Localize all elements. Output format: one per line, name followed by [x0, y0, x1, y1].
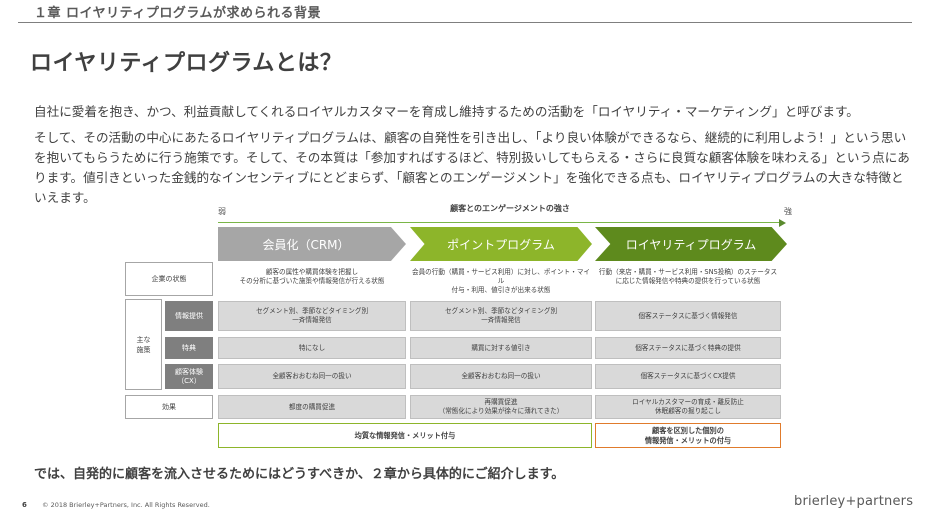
info-point: セグメント別、季節などタイミング別 一斉情報発信 — [410, 301, 592, 331]
effect-point: 再購買促進 （常態化により効果が徐々に薄れてきた） — [410, 395, 592, 419]
stage-crm: 会員化（CRM） — [218, 227, 406, 261]
cx-crm: 全顧客おおむね同一の扱い — [218, 364, 406, 389]
axis-title: 顧客とのエンゲージメントの強さ — [450, 204, 570, 213]
copyright-text: © 2018 Brierley+Partners, Inc. All Right… — [42, 501, 210, 509]
cx-loyalty: 個客ステータスに基づくCX提供 — [595, 364, 781, 389]
benefit-crm: 特になし — [218, 337, 406, 359]
page-title: ロイヤリティプログラムとは？ — [30, 51, 343, 76]
benefit-point: 購買に対する値引き — [410, 337, 592, 359]
conclusion-text: では、自発的に顧客を流入させるためにはどうすべきか、２章から具体的にご紹介します… — [34, 467, 565, 482]
axis-weak-label: 弱 — [218, 207, 226, 216]
summary-individual: 顧客を区別した個別の 情報発信・メリットの付与 — [595, 423, 781, 448]
effect-loyalty: ロイヤルカスタマーの育成・離反防止 休眠顧客の掘り起こし — [595, 395, 781, 419]
benefit-loyalty: 個客ステータスに基づく特典の提供 — [595, 337, 781, 359]
row-label-benefit: 特典 — [165, 337, 213, 359]
info-loyalty: 個客ステータスに基づく情報発信 — [595, 301, 781, 331]
company-state-point: 会員の行動（購買・サービス利用）に対し、ポイント・マイル 付与・利用、値引きが出… — [411, 268, 591, 294]
axis-line — [218, 222, 780, 223]
axis-arrow-icon — [779, 219, 786, 227]
row-label-main-measures: 主な 施策 — [125, 299, 162, 390]
company-state-loyalty: 行動（来店・購買・サービス利用・SNS投稿）のステータス に応じた情報発信や特典… — [598, 268, 778, 285]
row-label-effect: 効果 — [125, 395, 213, 419]
intro-paragraph: 自社に愛着を抱き、かつ、利益貢献してくれるロイヤルカスタマーを育成し維持するため… — [34, 104, 859, 119]
company-state-crm: 顧客の属性や購買体験を把握し その分析に基づいた施策や情報発信が行える状態 — [239, 268, 385, 285]
cx-point: 全顧客おおむね同一の扱い — [410, 364, 592, 389]
row-label-cx: 顧客体験 （CX） — [165, 364, 213, 389]
stage-point-label: ポイントプログラム — [447, 237, 555, 252]
stage-point-program: ポイントプログラム — [410, 227, 592, 261]
row-label-info: 情報提供 — [165, 301, 213, 331]
description-paragraph: そして、その活動の中心にあたるロイヤリティプログラムは、顧客の自発性を引き出し、… — [34, 130, 910, 205]
header-divider — [18, 22, 912, 23]
brand-logo: brierley+partners — [794, 494, 914, 509]
effect-crm: 都度の購買促進 — [218, 395, 406, 419]
chapter-heading: １章 ロイヤリティプログラムが求められる背景 — [34, 6, 321, 21]
axis-strong-label: 強 — [784, 207, 792, 216]
stage-loyalty-label: ロイヤリティプログラム — [625, 237, 757, 252]
summary-uniform: 均質な情報発信・メリット付与 — [218, 423, 592, 448]
row-label-company-state: 企業の状態 — [125, 262, 213, 296]
info-crm: セグメント別、季節などタイミング別 一斉情報発信 — [218, 301, 406, 331]
stage-crm-label: 会員化（CRM） — [262, 237, 350, 252]
page-number: 6 — [22, 501, 27, 509]
stage-loyalty-program: ロイヤリティプログラム — [595, 227, 787, 261]
